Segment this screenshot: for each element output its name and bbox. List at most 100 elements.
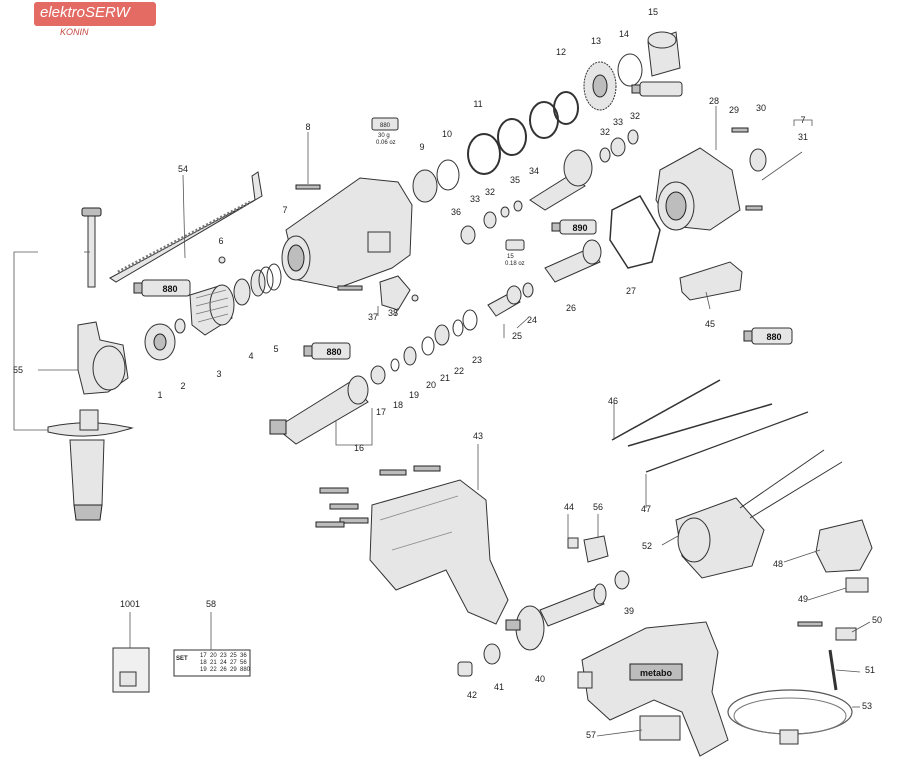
screw-29: [731, 127, 749, 133]
switch-48: [815, 519, 873, 573]
impact-piston-26: [544, 239, 602, 283]
bearing-41: [483, 643, 501, 665]
callout-43: 43: [473, 431, 483, 441]
callout-38: 38: [388, 308, 398, 318]
ring-30: [749, 148, 767, 172]
spring-5: [250, 263, 282, 297]
callout-9: 9: [419, 142, 424, 152]
callout-40: 40: [535, 674, 545, 684]
armature-40: [505, 583, 607, 651]
callout-53: 53: [862, 701, 872, 711]
pin-38: [411, 294, 419, 302]
washer-36: [460, 225, 476, 245]
power-cable-53: [727, 689, 853, 745]
sleeve-17: [370, 365, 386, 385]
callout-35: 35: [510, 175, 520, 185]
callout-18: 18: [393, 400, 403, 410]
screw-8b: [337, 285, 363, 291]
callout-49: 49: [798, 594, 808, 604]
watermark-name: elektroSERW: [40, 4, 130, 21]
grease-sachet-15: 15 0.18 oz: [505, 239, 525, 267]
callout-56: 56: [593, 502, 603, 512]
callout-52: 52: [642, 541, 652, 551]
spindle-16: [269, 375, 369, 445]
set-table-cell: 36: [240, 653, 247, 659]
callout-46: 46: [608, 396, 618, 406]
callout-32c: 32: [485, 187, 495, 197]
callout-32: 32: [600, 127, 610, 137]
callout-32b: 32: [630, 111, 640, 121]
screw-31: [745, 205, 763, 211]
set-table-cell: 27: [230, 660, 237, 666]
callout-44: 44: [564, 502, 574, 512]
svg-text:30 g: 30 g: [378, 133, 390, 139]
striker-25: [487, 285, 522, 317]
callout-28: 28: [709, 96, 719, 106]
set-table-cell: 22: [210, 667, 217, 673]
clamp-50: [835, 627, 857, 641]
grease-tube-880: 880: [133, 279, 191, 297]
callout-12: 12: [556, 47, 566, 57]
callout-42: 42: [467, 690, 477, 700]
chuck-body: [189, 284, 235, 336]
ring-12b: [553, 91, 579, 125]
sleeve-15: [647, 31, 681, 77]
instructions-1001: [112, 647, 150, 693]
callout-13: 13: [591, 36, 601, 46]
grease-tube-880-right: 880: [743, 327, 793, 345]
set-table-cell: 25: [230, 653, 237, 659]
callout-36: 36: [451, 207, 461, 217]
wire-46b: [627, 403, 773, 447]
set-table-cell: 880: [240, 667, 251, 673]
grease-tube-880-left: 880: [303, 342, 351, 360]
bearing-21: [434, 324, 450, 346]
ball-6: [218, 256, 226, 264]
callout-57: 57: [586, 730, 596, 740]
callout-6: 6: [218, 236, 223, 246]
gear-13: [583, 61, 617, 111]
callout-50: 50: [872, 615, 882, 625]
gear-housing: [281, 177, 413, 289]
callout-47: 47: [641, 504, 651, 514]
bearing-33b: [483, 211, 497, 229]
washer-32: [599, 147, 611, 163]
tube-label-880-left: 880: [326, 347, 341, 357]
watermark-city: KONIN: [60, 27, 89, 37]
bearing-39: [614, 570, 630, 590]
wire-stator-a: [739, 449, 825, 509]
sleeve-42: [457, 661, 473, 677]
ring-20: [421, 336, 435, 356]
side-handle-clamp: [77, 321, 129, 395]
ring-11b: [497, 118, 527, 156]
callout-31: 31: [798, 132, 808, 142]
cable-sleeve-51: [828, 649, 838, 691]
depth-stop-rod: [109, 171, 263, 283]
svg-text:SET: SET: [176, 656, 188, 662]
callout-21: 21: [440, 373, 450, 383]
callout-22: 22: [454, 366, 464, 376]
ring-2: [174, 318, 186, 334]
wire-stator-b: [749, 461, 843, 519]
callout-51: 51: [865, 665, 875, 675]
callout-34: 34: [529, 166, 539, 176]
callout-17: 17: [376, 407, 386, 417]
callout-5: 5: [273, 344, 278, 354]
svg-text:0.18 oz: 0.18 oz: [505, 261, 525, 267]
svg-text:15: 15: [507, 254, 514, 260]
callout-14: 14: [619, 29, 629, 39]
callout-3: 3: [216, 369, 221, 379]
callout-15: 15: [648, 7, 658, 17]
housing-shell-43: [369, 479, 509, 625]
set-table-cell: 20: [210, 653, 217, 659]
ring-24: [522, 282, 534, 298]
brush-holder-45: [679, 261, 743, 301]
callout-45: 45: [705, 319, 715, 329]
callout-25: 25: [512, 331, 522, 341]
callout-24: 24: [527, 315, 537, 325]
callout-58: 58: [206, 599, 216, 609]
callout-7b: 7: [800, 115, 805, 125]
bearing-19: [403, 346, 417, 366]
callout-16: 16: [354, 443, 364, 453]
motor-housing-28: [655, 147, 741, 231]
callout-33b: 33: [470, 194, 480, 204]
